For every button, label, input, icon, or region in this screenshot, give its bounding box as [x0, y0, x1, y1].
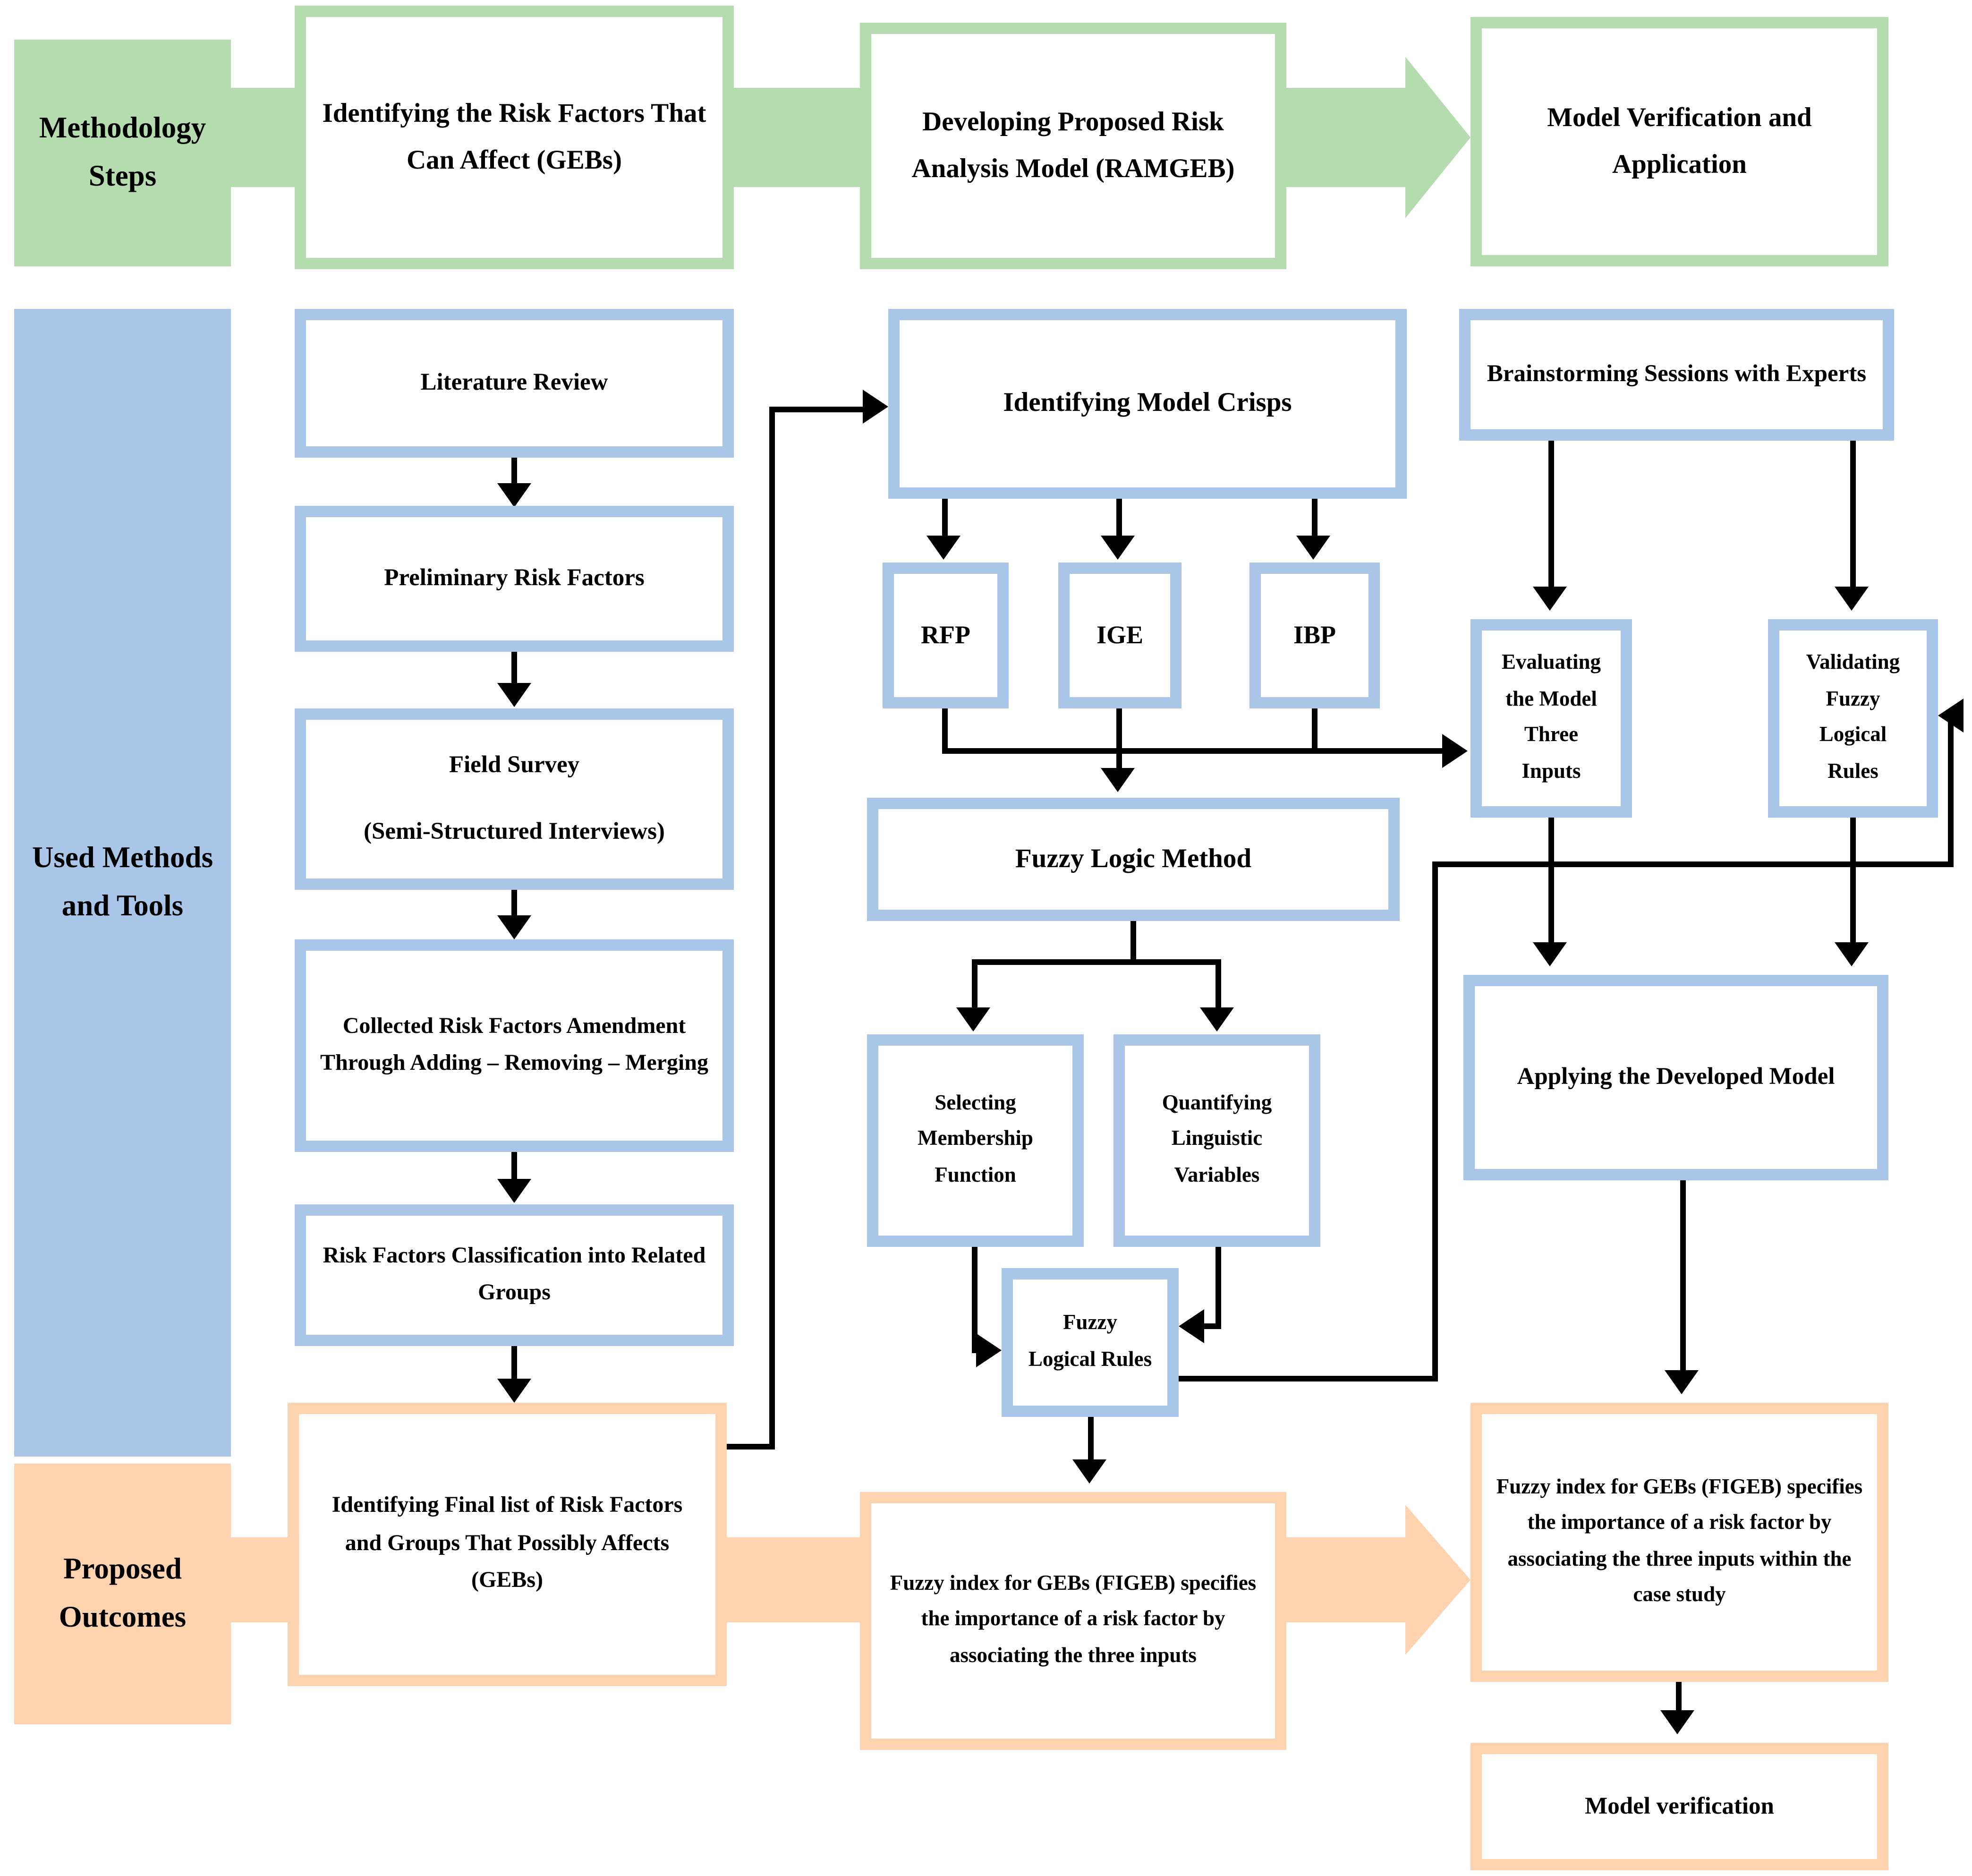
box-collected-risk-factors-amendment: Collected Risk Factors Amendment Through… — [295, 939, 734, 1152]
arrowhead-down-icon — [1533, 587, 1567, 611]
connector-line — [1676, 1682, 1682, 1710]
box-fuzzy-logic-method: Fuzzy Logic Method — [867, 798, 1400, 921]
step-developing-model: Developing Proposed Risk Analysis Model … — [860, 23, 1286, 269]
box-brainstorming-sessions: Brainstorming Sessions with Experts — [1459, 309, 1894, 441]
split-left-drop — [972, 959, 978, 1007]
connector-line — [1116, 708, 1122, 768]
connector-line — [511, 1152, 517, 1179]
box-applying-developed-model: Applying the Developed Model — [1463, 975, 1888, 1180]
arrowhead-down-icon — [1200, 1007, 1234, 1032]
arrowhead-down-icon — [1835, 942, 1869, 966]
junction-line — [942, 748, 1318, 754]
connector-line — [1680, 1180, 1686, 1370]
arrowhead-right-icon — [976, 1333, 1002, 1367]
green-connector-band-1 — [231, 88, 295, 187]
connector-line — [1850, 441, 1856, 587]
feeder-line-stub — [727, 1444, 775, 1450]
box-preliminary-risk-factors: Preliminary Risk Factors — [295, 506, 734, 652]
arrowhead-down-icon — [1665, 1370, 1699, 1394]
connector-line — [511, 1346, 517, 1379]
box-identifying-model-crisps: Identifying Model Crisps — [888, 309, 1407, 499]
orange-connector-band-1 — [231, 1537, 288, 1622]
box-literature-review: Literature Review — [295, 309, 734, 458]
smf-drop-line — [972, 1247, 978, 1353]
arrowhead-left-icon — [1179, 1309, 1204, 1343]
box-fuzzy-logical-rules: Fuzzy Logical Rules — [1002, 1268, 1179, 1417]
arrowhead-down-icon — [497, 483, 531, 507]
split-stem — [1130, 921, 1136, 962]
arrowhead-down-icon — [497, 683, 531, 707]
connector-line — [942, 499, 948, 536]
field-survey-subtitle: (Semi-Structured Interviews) — [364, 818, 665, 844]
lane-label-proposed-outcomes: Proposed Outcomes — [14, 1464, 231, 1724]
green-connector-band-2 — [734, 88, 860, 187]
arrowhead-right-icon — [863, 390, 888, 424]
qlv-drop-line — [1216, 1247, 1221, 1329]
qlv-feed-stub — [1201, 1323, 1218, 1329]
box-evaluating-model-inputs: Evaluating the Model Three Inputs — [1470, 619, 1632, 818]
flr-out-horizontal — [1179, 1376, 1435, 1381]
box-ibp: IBP — [1250, 563, 1380, 708]
arrowhead-down-icon — [1101, 536, 1135, 560]
green-arrow-band-body — [1286, 88, 1405, 187]
step-identifying-risk-factors: Identifying the Risk Factors That Can Af… — [295, 6, 734, 269]
field-survey-title: Field Survey — [449, 751, 580, 778]
arrowhead-down-icon — [497, 915, 531, 939]
box-quantifying-linguistic-variables: Quantifying Linguistic Variables — [1114, 1034, 1320, 1247]
box-model-verification: Model verification — [1470, 1743, 1888, 1870]
arrowhead-down-icon — [1072, 1459, 1106, 1484]
flr-out-vertical — [1432, 861, 1438, 1381]
arrowhead-down-icon — [926, 536, 960, 560]
connector-line — [511, 890, 517, 915]
junction-stub-ibp — [1312, 708, 1318, 751]
box-ige: IGE — [1058, 563, 1182, 708]
arrowhead-down-icon — [1660, 1710, 1694, 1734]
arrowhead-left-icon — [1938, 699, 1964, 733]
flr-out-across — [1432, 861, 1954, 867]
arrowhead-down-icon — [1296, 536, 1330, 560]
lane-label-used-methods-tools: Used Methods and Tools — [14, 309, 231, 1457]
junction-stub-rfp — [942, 708, 948, 751]
box-validating-fuzzy-rules: Validating Fuzzy Logical Rules — [1768, 619, 1938, 818]
step-model-verification-application: Model Verification and Application — [1470, 17, 1888, 266]
connector-line — [511, 652, 517, 683]
connector-line — [1312, 499, 1318, 536]
orange-connector-band-2 — [727, 1537, 860, 1622]
connector-line — [1850, 818, 1856, 942]
outcome-figeb: Fuzzy index for GEBs (FIGEB) specifies t… — [860, 1492, 1286, 1750]
branch-to-evaluating — [1318, 748, 1442, 754]
box-field-survey: Field Survey (Semi-Structured Interviews… — [295, 708, 734, 890]
split-bar — [972, 959, 1221, 965]
box-rfp: RFP — [883, 563, 1009, 708]
arrowhead-down-icon — [497, 1379, 531, 1403]
orange-arrow-band-body — [1286, 1537, 1405, 1622]
connector-line — [511, 458, 517, 483]
outcome-figeb-case-study: Fuzzy index for GEBs (FIGEB) specifies t… — [1470, 1403, 1888, 1682]
arrowhead-down-icon — [497, 1179, 531, 1203]
flr-out-riser — [1948, 716, 1954, 867]
green-arrow-chevron-icon — [1405, 57, 1470, 218]
connector-line — [1088, 1417, 1094, 1459]
lane-label-methodology-steps: Methodology Steps — [14, 40, 231, 266]
split-right-drop — [1216, 959, 1221, 1007]
arrowhead-right-icon — [1442, 734, 1468, 768]
connector-line — [1548, 441, 1554, 587]
connector-line — [1548, 818, 1554, 942]
feeder-line-vertical — [769, 407, 775, 1450]
arrowhead-down-icon — [956, 1007, 990, 1032]
arrowhead-down-icon — [1835, 587, 1869, 611]
connector-line — [1116, 499, 1122, 536]
arrowhead-down-icon — [1533, 942, 1567, 966]
feeder-line-horizontal — [775, 407, 863, 412]
box-selecting-membership-function: Selecting Membership Function — [867, 1034, 1084, 1247]
outcome-final-list: Identifying Final list of Risk Factors a… — [288, 1403, 727, 1686]
box-risk-factors-classification: Risk Factors Classification into Related… — [295, 1204, 734, 1346]
orange-arrow-chevron-icon — [1405, 1505, 1470, 1655]
arrowhead-down-icon — [1101, 768, 1135, 792]
